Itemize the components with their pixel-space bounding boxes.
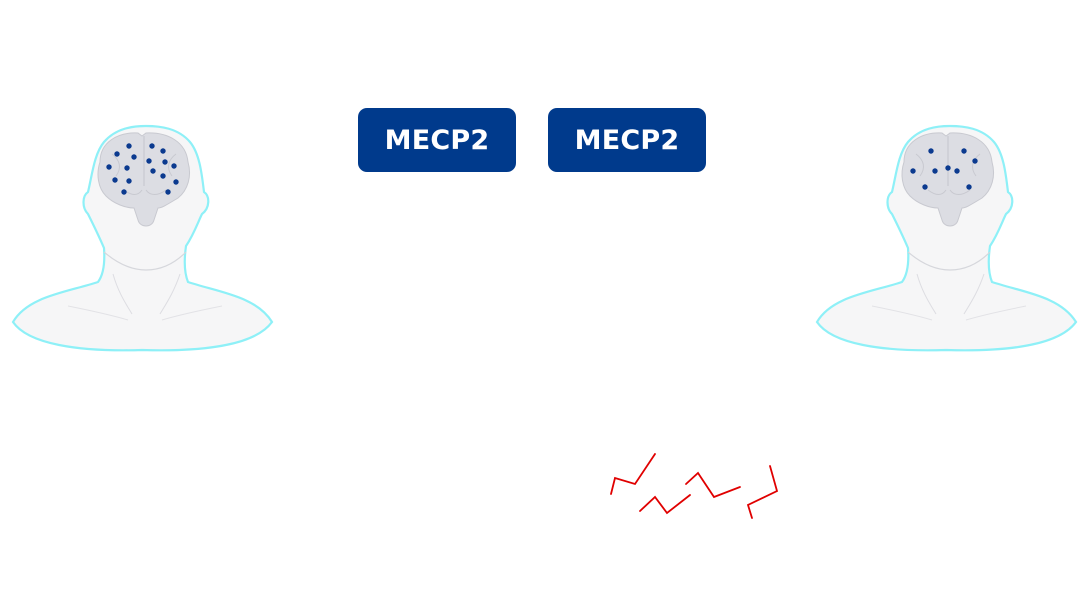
- gene-label-badge: MECP2: [548, 108, 706, 172]
- brain: [97, 132, 191, 227]
- protein-fragment: [639, 494, 691, 515]
- gene-label-text: MECP2: [384, 124, 490, 156]
- person-figure-right: [815, 124, 1078, 352]
- brain: [901, 132, 995, 227]
- protein-fragments: [610, 453, 779, 519]
- gene-label-badge: MECP2: [358, 108, 516, 172]
- protein-fragment: [746, 465, 779, 519]
- protein-fragment: [685, 471, 741, 499]
- head-silhouette: [815, 124, 1078, 352]
- gene-label-text: MECP2: [574, 124, 680, 156]
- head-silhouette: [11, 124, 274, 352]
- protein-fragment: [610, 453, 656, 495]
- person-figure-left: [11, 124, 274, 352]
- protein-dots: [910, 148, 978, 190]
- protein-dots: [106, 143, 179, 195]
